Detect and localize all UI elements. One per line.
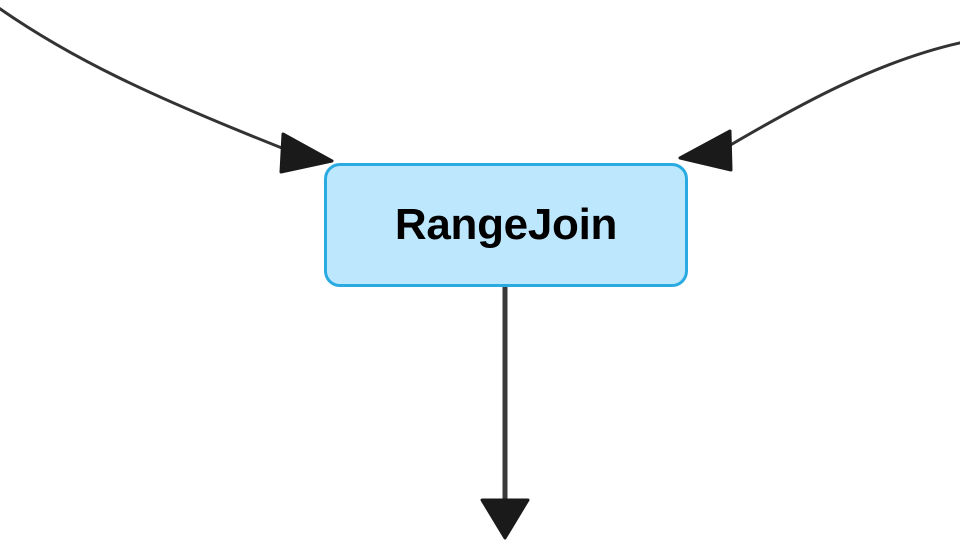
incoming-edge-left-arrowhead-icon (279, 132, 334, 174)
outgoing-edge-down[interactable] (480, 287, 530, 540)
incoming-edge-right-line (720, 41, 960, 152)
incoming-edge-right-arrowhead-icon (678, 129, 733, 172)
outgoing-edge-down-arrowhead-icon (480, 498, 530, 540)
incoming-edge-left-line (0, 6, 294, 154)
node-rangejoin[interactable]: RangeJoin (324, 163, 688, 287)
incoming-edge-right[interactable] (678, 41, 960, 172)
incoming-edge-left[interactable] (0, 6, 334, 174)
node-rangejoin-label: RangeJoin (394, 200, 618, 249)
